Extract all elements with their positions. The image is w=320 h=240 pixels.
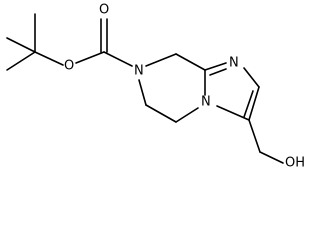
bond-ester-oxygen-to-carbonyl: [75, 51, 105, 64]
bond-c3-to-ch2: [248, 119, 261, 153]
boc-carbonyl: [75, 18, 133, 67]
imidazole-ring: [204, 62, 260, 121]
bond-c2-to-c3-inner: [243, 90, 254, 118]
bond-c8a-to-n1-inner: [209, 68, 227, 76]
bond-c3-to-n4: [216, 105, 250, 121]
bond-carbonyl-to-nitrogen: [103, 51, 133, 67]
bond-tbu-to-oxygen: [34, 51, 64, 66]
bond-c2-to-c3-outer: [248, 86, 260, 121]
tert-butyl-group: [6, 13, 64, 71]
bond-c6-to-n7: [138, 79, 147, 106]
bond-n1-to-c2: [243, 67, 260, 88]
bond-n7-to-c8: [145, 53, 177, 67]
atom-label-carbonyl-oxygen: O: [99, 3, 109, 18]
bond-n4-to-c5: [175, 107, 199, 123]
atom-label-imidazole-nitrogen: N: [229, 56, 239, 71]
bond-tbu-methyl-left: [6, 37, 36, 53]
pyrazine-ring: [138, 53, 206, 123]
atom-label-ester-oxygen: O: [64, 59, 74, 74]
bond-tbu-methyl-bottom: [6, 51, 36, 71]
bond-c8-to-c8a: [175, 53, 206, 71]
bond-ch2-to-oh: [259, 151, 284, 164]
atom-label-ring-nitrogen-7: N: [134, 64, 144, 79]
bond-c5-to-c6: [145, 104, 177, 123]
bond-c8a-to-n1-outer: [204, 62, 227, 71]
atom-label-hydroxyl: OH: [285, 156, 305, 171]
atom-label-bridgehead-nitrogen: N: [201, 95, 211, 110]
hydroxymethyl-group: [248, 119, 284, 164]
chemical-structure: O O N N N OH: [6, 3, 305, 171]
